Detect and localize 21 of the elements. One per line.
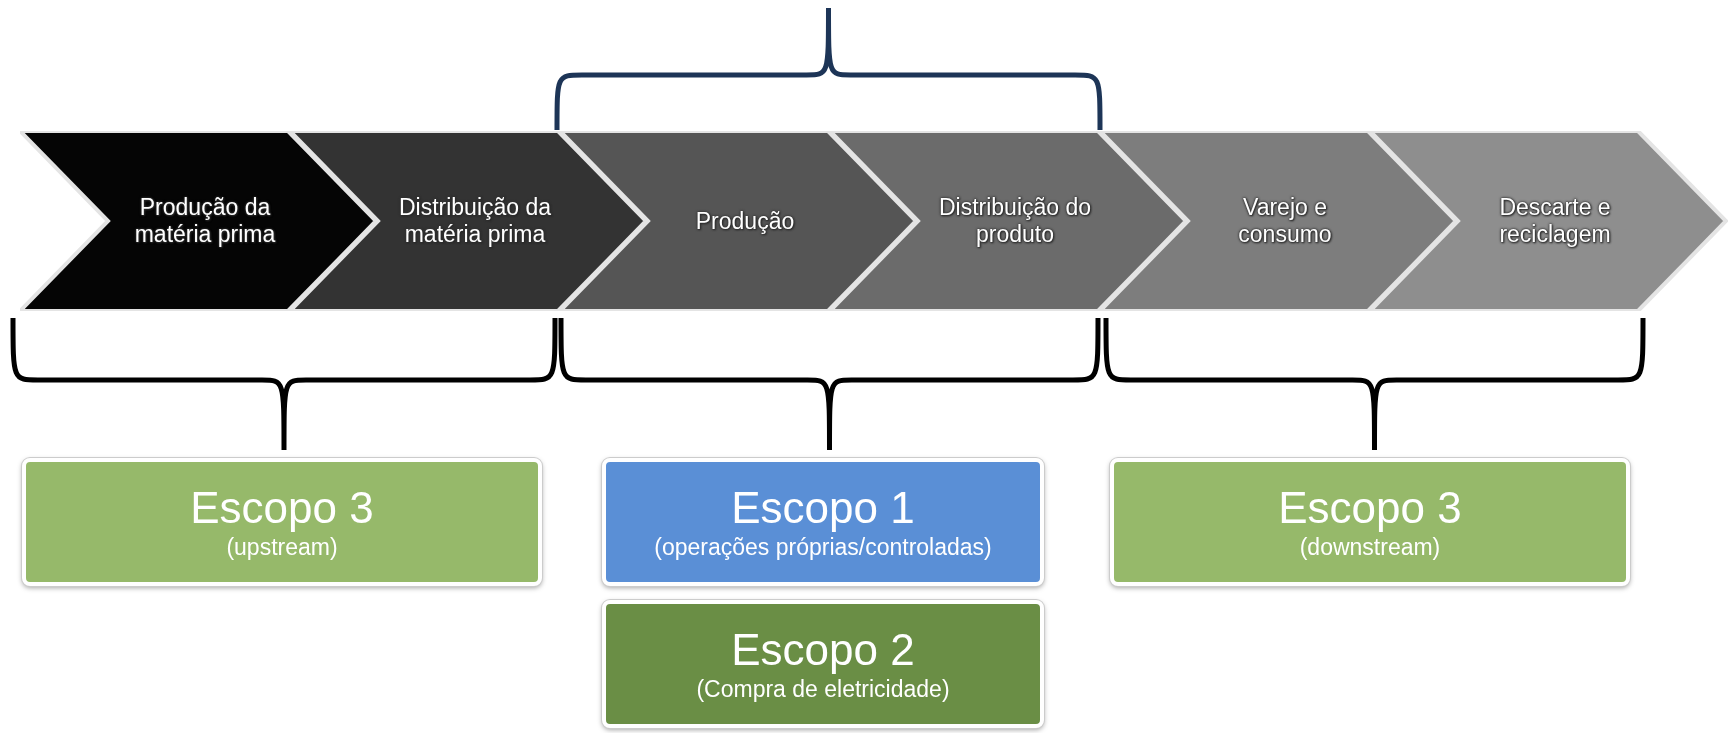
scope-subtitle: (operações próprias/controladas): [654, 533, 992, 561]
scope-box: [22, 458, 542, 586]
step-label: Distribuição do produto: [937, 194, 1093, 248]
step-label: Descarte e reciclagem: [1498, 194, 1612, 248]
step-label: Distribuição da matéria prima: [397, 194, 553, 248]
scope-box: [602, 600, 1044, 728]
scope-box: [1110, 458, 1630, 586]
scope-title: Escopo 1: [731, 483, 915, 533]
chevron-step: [1100, 131, 1458, 311]
step-label: Produção da matéria prima: [133, 194, 277, 248]
scope-title: Escopo 3: [190, 483, 374, 533]
step-label: Produção: [695, 207, 795, 235]
chevron-step: [560, 131, 918, 311]
scope-subtitle: (downstream): [1299, 533, 1441, 561]
scope-subtitle: (Compra de eletricidade): [696, 675, 950, 703]
chevron-step: [1370, 131, 1728, 311]
scope-subtitle: (upstream): [226, 533, 338, 561]
step-label: Varejo e consumo: [1237, 194, 1333, 248]
scope-title: Escopo 2: [731, 625, 915, 675]
scope-box: [602, 458, 1044, 586]
scope-title: Escopo 3: [1278, 483, 1462, 533]
